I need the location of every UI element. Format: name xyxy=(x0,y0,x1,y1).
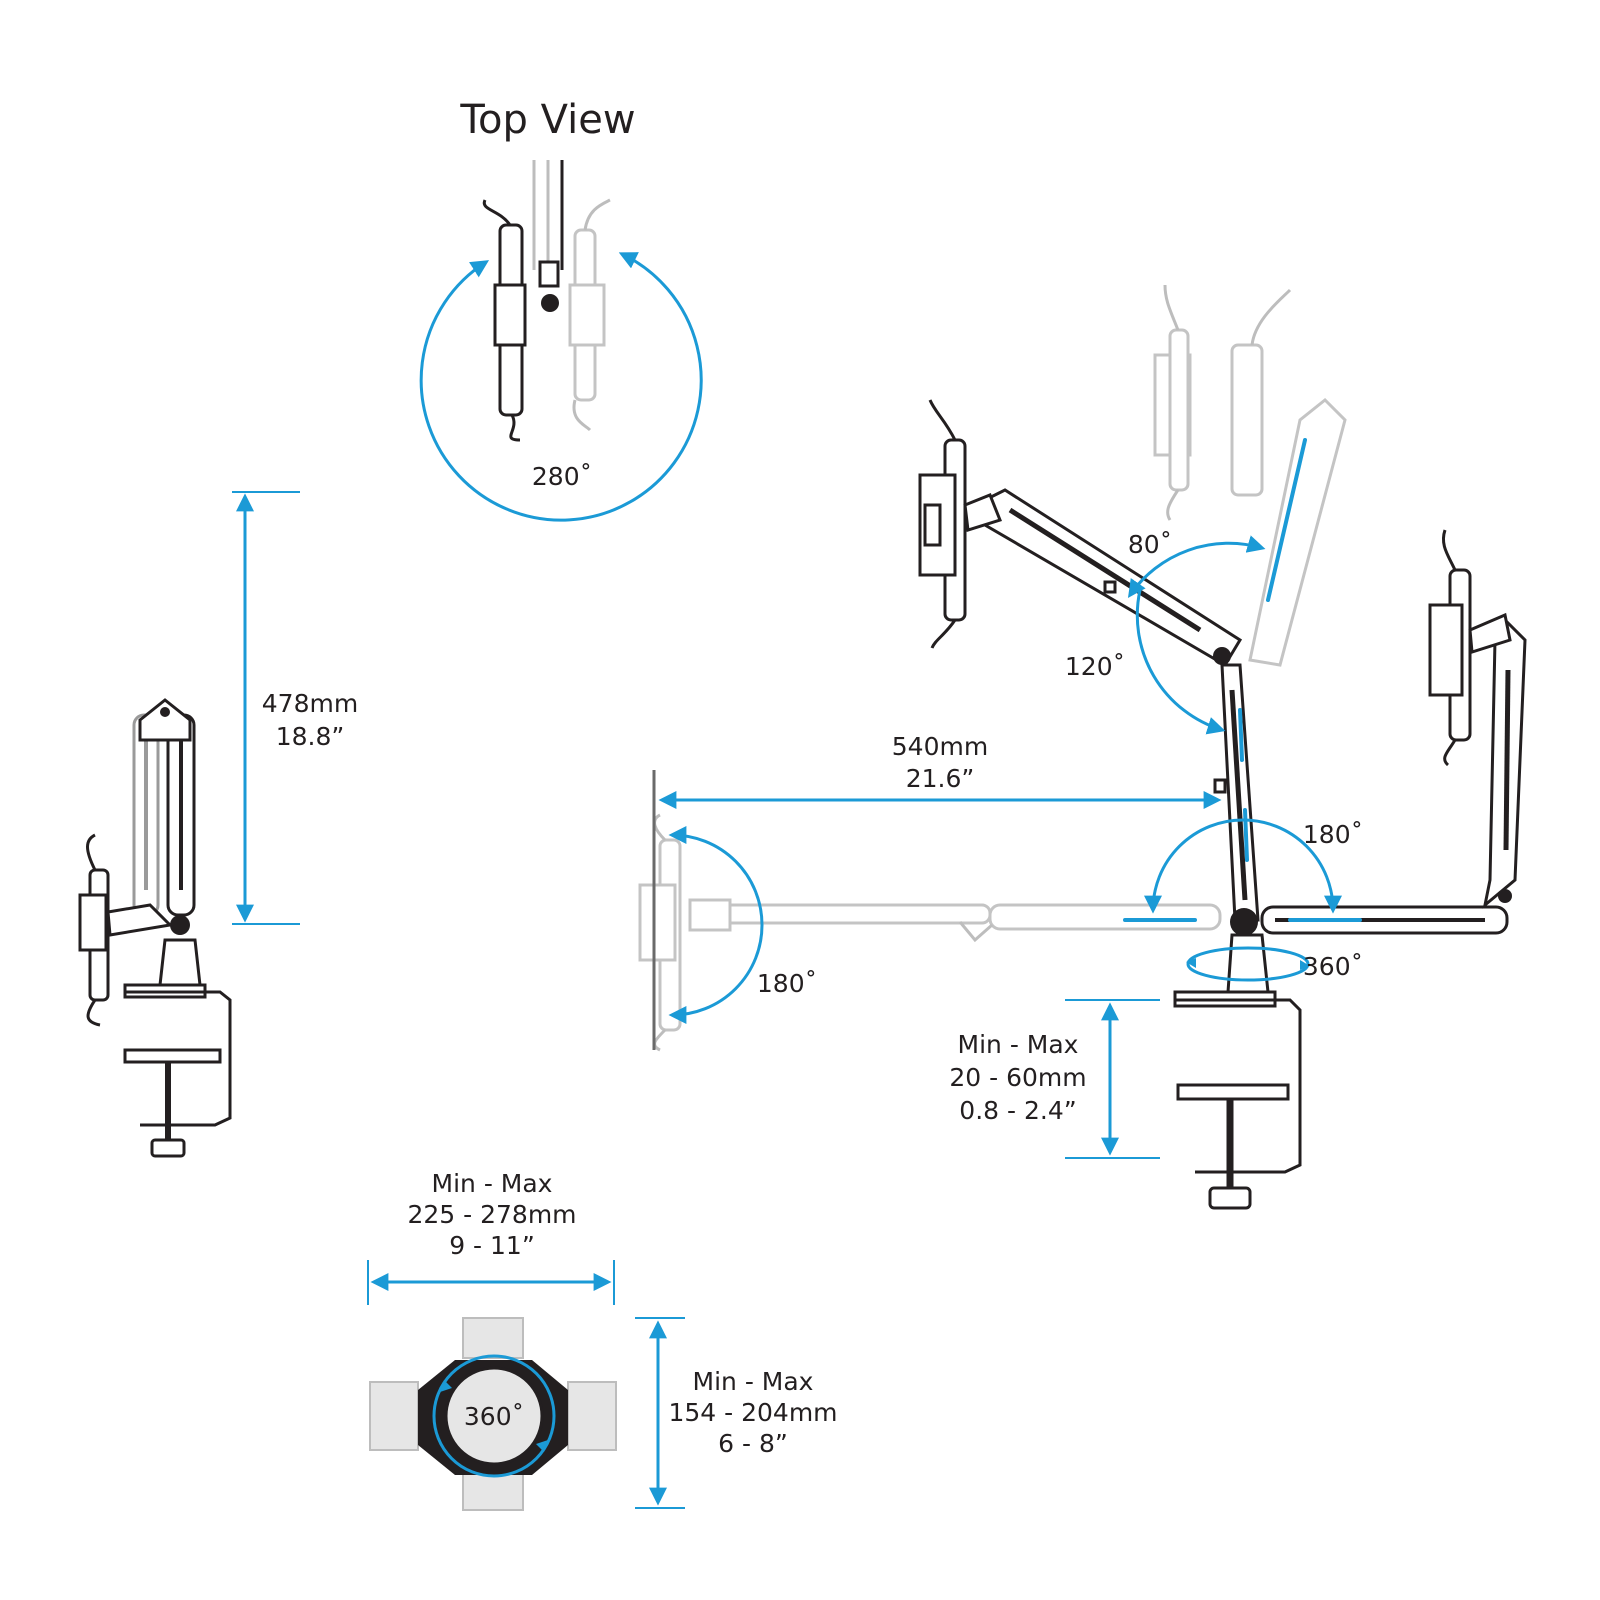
base-rotation-label: 360˚ xyxy=(1303,952,1363,981)
upper-tilt-label: 80˚ xyxy=(1128,530,1172,559)
head-swivel-arrow xyxy=(668,826,764,1024)
upper-tilt-arrow xyxy=(1127,535,1266,598)
holder-plate-icon: 360˚ xyxy=(369,1317,617,1511)
lower-arm-icon xyxy=(1213,663,1260,922)
holder-width-metric: 225 - 278mm xyxy=(407,1200,576,1229)
top-view: Top View 280˚ xyxy=(419,97,703,522)
clamp-metric-label: 20 - 60mm xyxy=(949,1063,1086,1092)
base-clamp-icon xyxy=(1173,908,1302,1210)
holder-rotation-label: 360˚ xyxy=(464,1402,524,1431)
holder-height-metric: 154 - 204mm xyxy=(668,1398,837,1427)
top-view-rotation-arrow xyxy=(419,252,703,522)
ghost-left-tablet-icon xyxy=(638,770,682,1052)
ghost-horizontal-arm-icon xyxy=(688,898,1222,943)
lower-tilt-label: 120˚ xyxy=(1065,652,1125,681)
clamp-imperial-label: 0.8 - 2.4” xyxy=(959,1096,1076,1125)
height-metric-label: 478mm xyxy=(262,689,358,718)
clamp-heading-label: Min - Max xyxy=(958,1030,1079,1059)
holder-width-heading: Min - Max xyxy=(432,1169,553,1198)
side-view-tablet-icon xyxy=(78,833,174,1027)
reach-metric-label: 540mm xyxy=(892,732,988,761)
top-view-holder-dark-icon xyxy=(482,199,560,442)
top-view-rotation-label: 280˚ xyxy=(532,462,592,491)
holder-width-imperial: 9 - 11” xyxy=(449,1231,535,1260)
holder-height-heading: Min - Max xyxy=(693,1367,814,1396)
top-view-title: Top View xyxy=(459,97,635,143)
main-tablet-icon xyxy=(918,399,1002,649)
upper-arm-icon xyxy=(983,488,1243,668)
side-view-folded: 478mm 18.8” xyxy=(78,491,358,1158)
reach-imperial-label: 21.6” xyxy=(906,764,975,793)
right-tablet-icon xyxy=(1428,529,1512,767)
top-view-holder-ghost-icon xyxy=(568,198,611,432)
base-rotation-arrow xyxy=(1186,946,1310,982)
main-arm-view: 540mm 21.6” 80˚ 120˚ 180˚ 360˚ 180˚ Min … xyxy=(638,284,1527,1210)
holder-height-imperial: 6 - 8” xyxy=(718,1429,788,1458)
height-imperial-label: 18.8” xyxy=(276,722,345,751)
holder-view: Min - Max 225 - 278mm 9 - 11” Min - Max … xyxy=(367,1169,838,1511)
ghost-raised-arm-icon xyxy=(1153,284,1347,667)
lower-tilt-arrow xyxy=(1135,589,1226,735)
base-swing-label: 180˚ xyxy=(1303,820,1363,849)
base-swing-arrow xyxy=(1144,818,1342,914)
head-swivel-label: 180˚ xyxy=(757,969,817,998)
right-arm-icon xyxy=(1260,617,1527,935)
